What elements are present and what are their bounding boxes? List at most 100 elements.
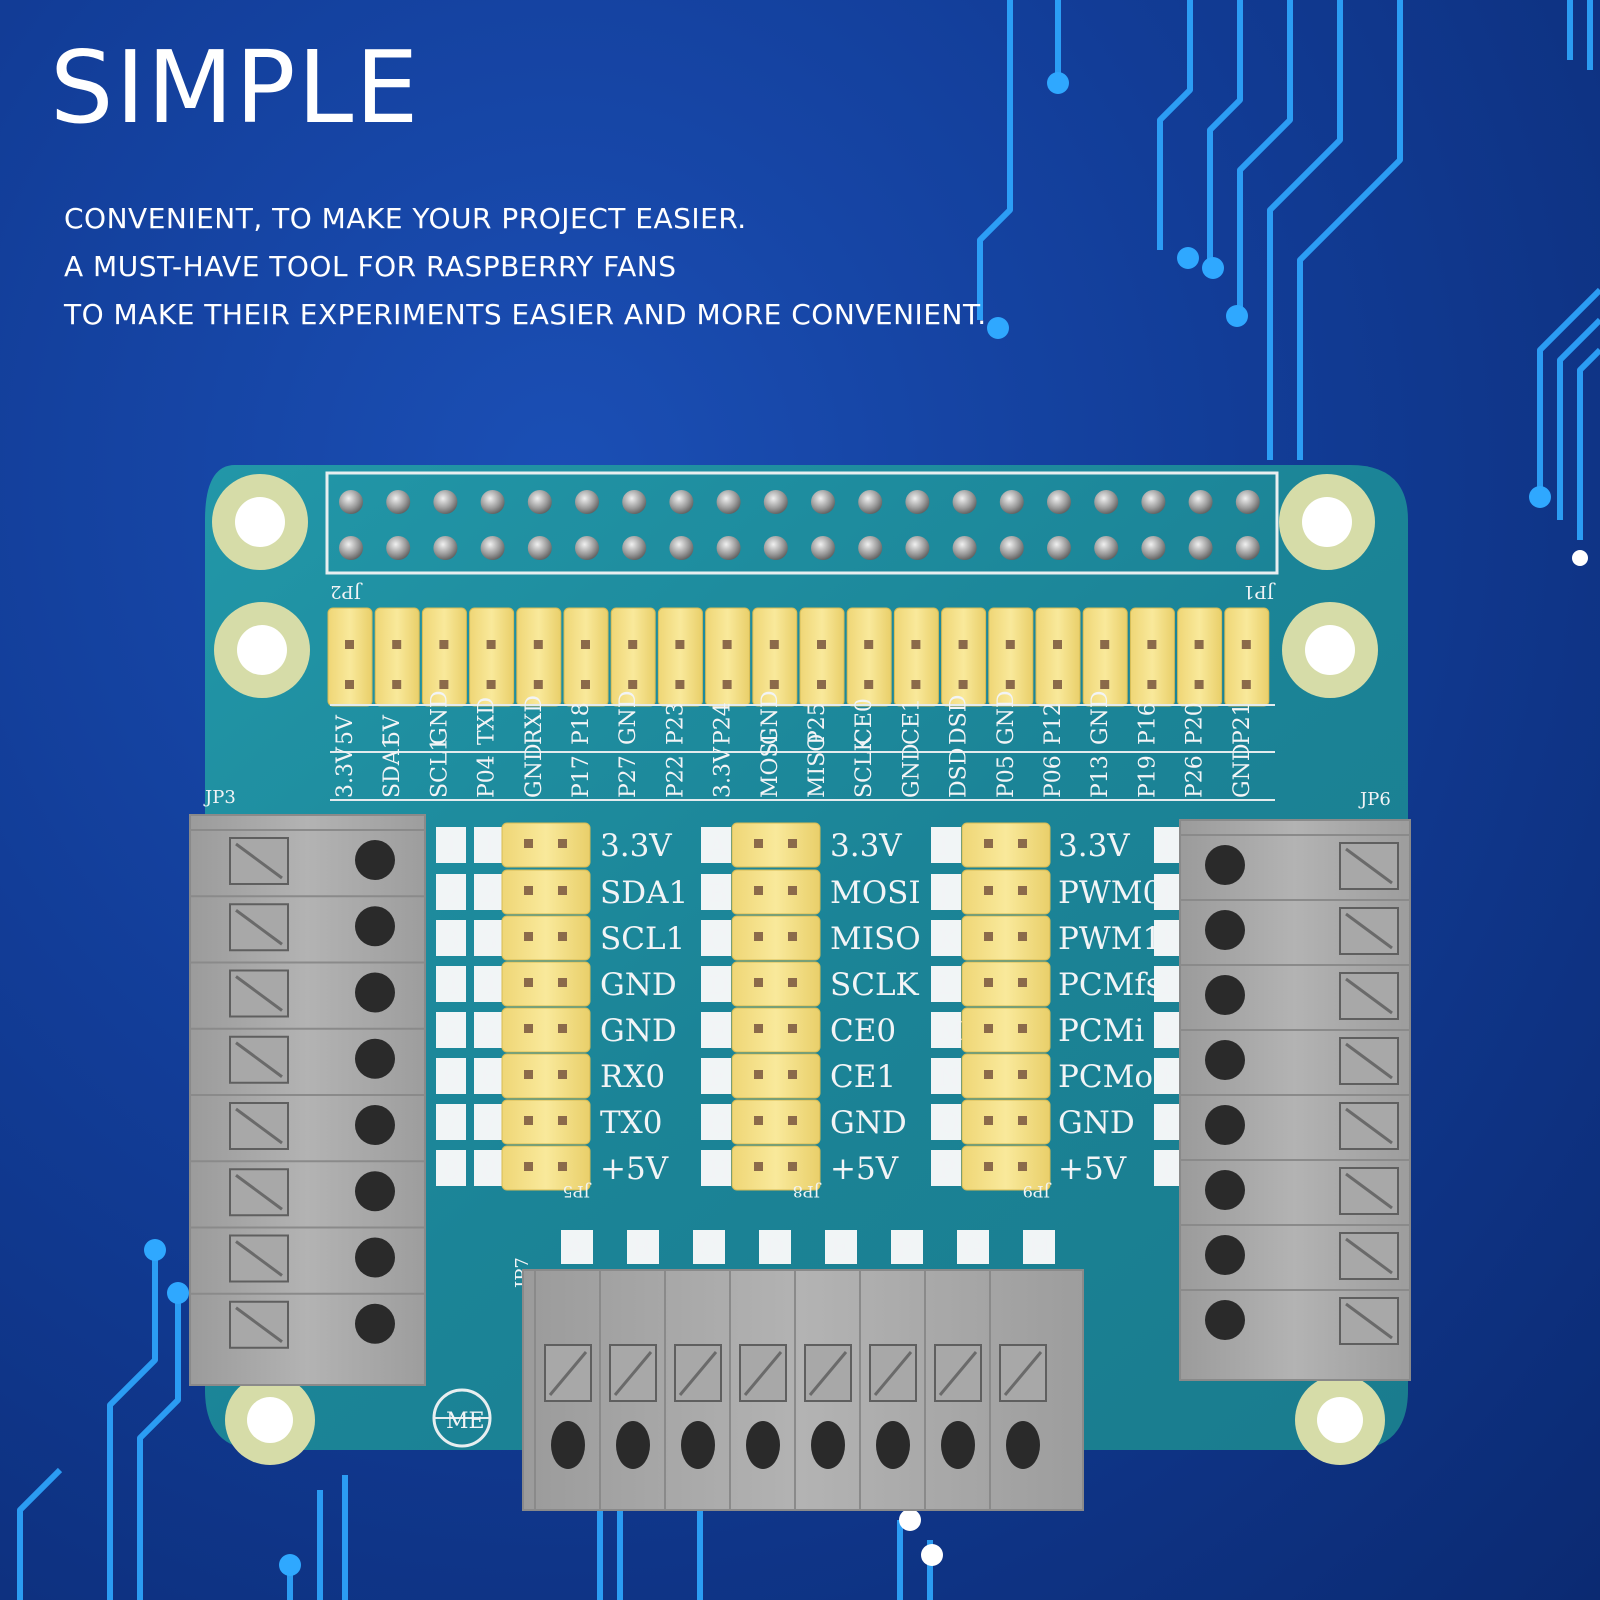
number-box xyxy=(474,1104,504,1140)
header-socket xyxy=(675,680,685,689)
block3-letter: J xyxy=(935,879,948,909)
wire-hole xyxy=(811,1421,845,1469)
header-pin xyxy=(386,536,411,560)
header-pin xyxy=(1047,490,1071,514)
lever-slash xyxy=(1345,1042,1393,1080)
header-socket xyxy=(754,839,763,848)
header-pin xyxy=(339,490,363,514)
lever-slash xyxy=(235,1306,283,1343)
bottom-row-label: SCL1 xyxy=(427,737,452,798)
header-pin xyxy=(905,490,930,514)
header-socket xyxy=(558,839,567,848)
number-box xyxy=(931,966,961,1002)
wire-hole xyxy=(941,1421,975,1469)
wire-hole xyxy=(355,1237,395,1278)
header-cell xyxy=(961,915,1051,961)
header-socket xyxy=(754,886,763,895)
header-socket xyxy=(558,1116,567,1125)
header-pin xyxy=(1141,536,1166,560)
header-socket xyxy=(769,680,779,689)
block1-label: SDA1 xyxy=(600,875,688,911)
header-cell xyxy=(731,1053,821,1099)
letter-box xyxy=(957,1230,989,1264)
header-socket xyxy=(1053,680,1062,689)
number-box xyxy=(436,1150,466,1186)
lever-slash xyxy=(235,1107,283,1145)
tagline-line-2: A MUST-HAVE TOOL FOR RASPBERRY FANS xyxy=(64,250,677,283)
header-socket xyxy=(558,978,567,987)
right-letter: K xyxy=(1161,925,1181,955)
header-socket xyxy=(754,1116,763,1125)
block2-letter: D xyxy=(708,971,729,1001)
header-pin xyxy=(480,490,505,514)
header-cell xyxy=(961,961,1051,1007)
block1-label: SCL1 xyxy=(600,921,685,957)
header-socket xyxy=(769,640,779,649)
header-socket xyxy=(524,932,533,941)
left-number: 6 xyxy=(443,1063,460,1093)
wire-hole xyxy=(616,1421,650,1469)
block3-label: PWM1 xyxy=(1058,921,1162,957)
bottom-letter: F xyxy=(897,1234,914,1262)
bottom-row-label: P06 xyxy=(1041,755,1066,798)
bottom-row-label: GND xyxy=(522,744,547,798)
right-letter: L xyxy=(1161,971,1178,1001)
bottom-row-label: SCLK xyxy=(852,734,877,798)
right-letter: J xyxy=(1158,879,1171,909)
header-socket xyxy=(984,839,993,848)
bottom-row-label: MISO xyxy=(805,734,830,798)
block1-number: 5 xyxy=(481,1017,498,1047)
header-socket xyxy=(754,1024,763,1033)
number-box xyxy=(436,874,466,910)
lever-slash xyxy=(613,1351,653,1396)
left-number: 8 xyxy=(443,1155,460,1185)
header-socket xyxy=(581,680,590,689)
header-socket xyxy=(533,640,543,649)
jp3-label: JP3 xyxy=(203,787,236,808)
header-socket xyxy=(788,1162,797,1171)
header-cell xyxy=(731,915,821,961)
wire-hole xyxy=(1205,1300,1245,1340)
header-socket xyxy=(1018,978,1027,987)
bottom-row-label: 3.3V xyxy=(711,746,736,798)
header-socket xyxy=(984,978,993,987)
top-row-label: 5V xyxy=(380,714,405,745)
header-cell xyxy=(731,869,821,915)
block1-number: 1 xyxy=(481,832,498,862)
bottom-letter: E xyxy=(831,1234,849,1262)
block3-letter: L xyxy=(938,971,955,1001)
lever-slash xyxy=(235,842,283,880)
header-pin xyxy=(480,536,505,560)
header-cell xyxy=(961,822,1051,868)
number-box xyxy=(931,1058,961,1094)
right-terminal-block xyxy=(1179,819,1411,1381)
header-socket xyxy=(1241,640,1251,649)
top-row-label: GND xyxy=(994,691,1019,745)
wire-hole xyxy=(355,972,395,1013)
header-pin xyxy=(999,490,1024,514)
number-box xyxy=(436,966,466,1002)
wire-hole xyxy=(1205,975,1245,1015)
block2-letter: C xyxy=(708,925,728,955)
header-socket xyxy=(984,886,993,895)
header-socket xyxy=(524,1116,533,1125)
top-row-label: GND xyxy=(427,691,452,745)
block2-letter: F xyxy=(708,1063,726,1093)
left-number: 2 xyxy=(443,879,460,909)
jp2-female-header xyxy=(327,607,1270,707)
wire-hole xyxy=(355,1038,395,1079)
breakout-blocks: 12345678123456783.3VSDA1SCL1GNDGNDRX0TX0… xyxy=(436,822,1188,1201)
wire-hole xyxy=(876,1421,910,1469)
tagline-line-3: TO MAKE THEIR EXPERIMENTS EASIER AND MOR… xyxy=(64,298,987,331)
letter-box xyxy=(825,1230,857,1264)
tagline-line-1: CONVENIENT, TO MAKE YOUR PROJECT EASIER. xyxy=(64,202,747,235)
header-pin xyxy=(1047,536,1071,560)
header-pin xyxy=(716,536,741,560)
block3-letter: M xyxy=(938,1017,965,1047)
bottom-letter: D xyxy=(765,1234,784,1262)
header-pin xyxy=(952,536,977,560)
top-row-label: P25 xyxy=(805,702,830,745)
female-header-column xyxy=(469,607,515,707)
